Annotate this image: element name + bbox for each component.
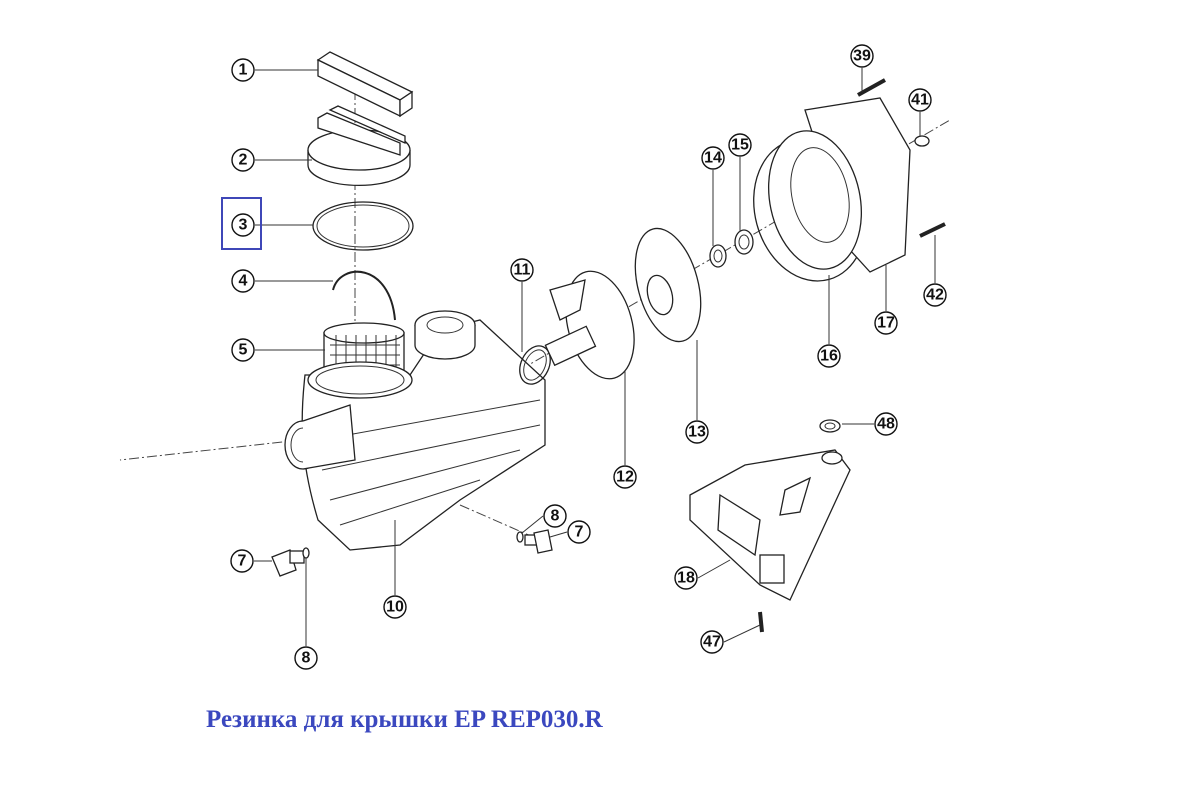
svg-text:7: 7 xyxy=(238,553,247,570)
svg-text:42: 42 xyxy=(926,287,944,304)
label-part-16: 16 xyxy=(817,344,841,368)
svg-text:17: 17 xyxy=(877,315,895,332)
leader-lines xyxy=(254,68,936,646)
part-lid xyxy=(307,105,411,187)
label-part-39: 39 xyxy=(850,44,874,68)
part-diffuser-o-ring xyxy=(519,345,551,385)
svg-text:8: 8 xyxy=(302,650,311,667)
svg-text:18: 18 xyxy=(677,570,695,587)
label-part-17: 17 xyxy=(874,311,898,335)
part-pump-body xyxy=(284,310,546,551)
part-drain-plug-right xyxy=(516,529,553,554)
part-seal-plate xyxy=(767,97,911,273)
label-part-48: 48 xyxy=(874,412,898,436)
label-part-2: 2 xyxy=(231,148,255,172)
label-part-41: 41 xyxy=(908,88,932,112)
svg-text:7: 7 xyxy=(575,524,584,541)
label-part-47: 47 xyxy=(700,630,724,654)
label-part-14: 14 xyxy=(701,146,725,170)
part-lid-o-ring xyxy=(312,201,414,251)
label-part-13: 13 xyxy=(685,420,709,444)
part-screw-47 xyxy=(758,611,764,633)
svg-text:15: 15 xyxy=(731,137,749,154)
part-bolt-39 xyxy=(857,78,886,97)
highlight-box-part-3 xyxy=(221,197,262,250)
label-part-15: 15 xyxy=(728,133,752,157)
label-part-5: 5 xyxy=(231,338,255,362)
label-part-8-right: 8 xyxy=(543,504,567,528)
part-motor-foot xyxy=(689,449,851,601)
svg-text:1: 1 xyxy=(239,62,248,79)
svg-text:12: 12 xyxy=(616,469,634,486)
svg-text:3: 3 xyxy=(239,217,248,234)
svg-text:8: 8 xyxy=(551,508,560,525)
svg-text:48: 48 xyxy=(877,416,895,433)
svg-text:41: 41 xyxy=(911,92,929,109)
svg-text:13: 13 xyxy=(688,424,706,441)
svg-text:14: 14 xyxy=(704,150,722,167)
svg-text:10: 10 xyxy=(386,599,404,616)
label-part-42: 42 xyxy=(923,283,947,307)
label-part-7-right: 7 xyxy=(567,520,591,544)
svg-text:5: 5 xyxy=(239,342,248,359)
part-washer-48 xyxy=(819,419,841,433)
label-part-4: 4 xyxy=(231,269,255,293)
label-part-12: 12 xyxy=(613,465,637,489)
part-clip xyxy=(332,270,396,321)
part-washer-41 xyxy=(914,135,930,147)
svg-text:2: 2 xyxy=(239,152,248,169)
part-bolt-42 xyxy=(919,222,946,238)
label-part-7-left: 7 xyxy=(230,549,254,573)
product-caption: Резинка для крышки EP REP030.R xyxy=(206,706,603,733)
svg-text:39: 39 xyxy=(853,48,871,65)
svg-text:47: 47 xyxy=(703,634,721,651)
svg-text:4: 4 xyxy=(239,273,248,290)
part-impeller xyxy=(634,227,702,343)
part-handle-bar xyxy=(316,51,414,118)
part-mechanical-seal xyxy=(709,229,754,268)
label-part-18: 18 xyxy=(674,566,698,590)
part-diffuser xyxy=(544,270,635,380)
label-part-8-left: 8 xyxy=(294,646,318,670)
part-drain-plug-left xyxy=(271,547,310,577)
label-part-3[interactable]: 3 xyxy=(231,213,255,237)
label-part-11: 11 xyxy=(510,258,534,282)
svg-text:11: 11 xyxy=(514,262,531,279)
label-part-10: 10 xyxy=(383,595,407,619)
drain-axis xyxy=(459,504,541,541)
inlet-axis xyxy=(119,439,301,461)
label-part-1: 1 xyxy=(231,58,255,82)
svg-text:16: 16 xyxy=(820,348,838,365)
